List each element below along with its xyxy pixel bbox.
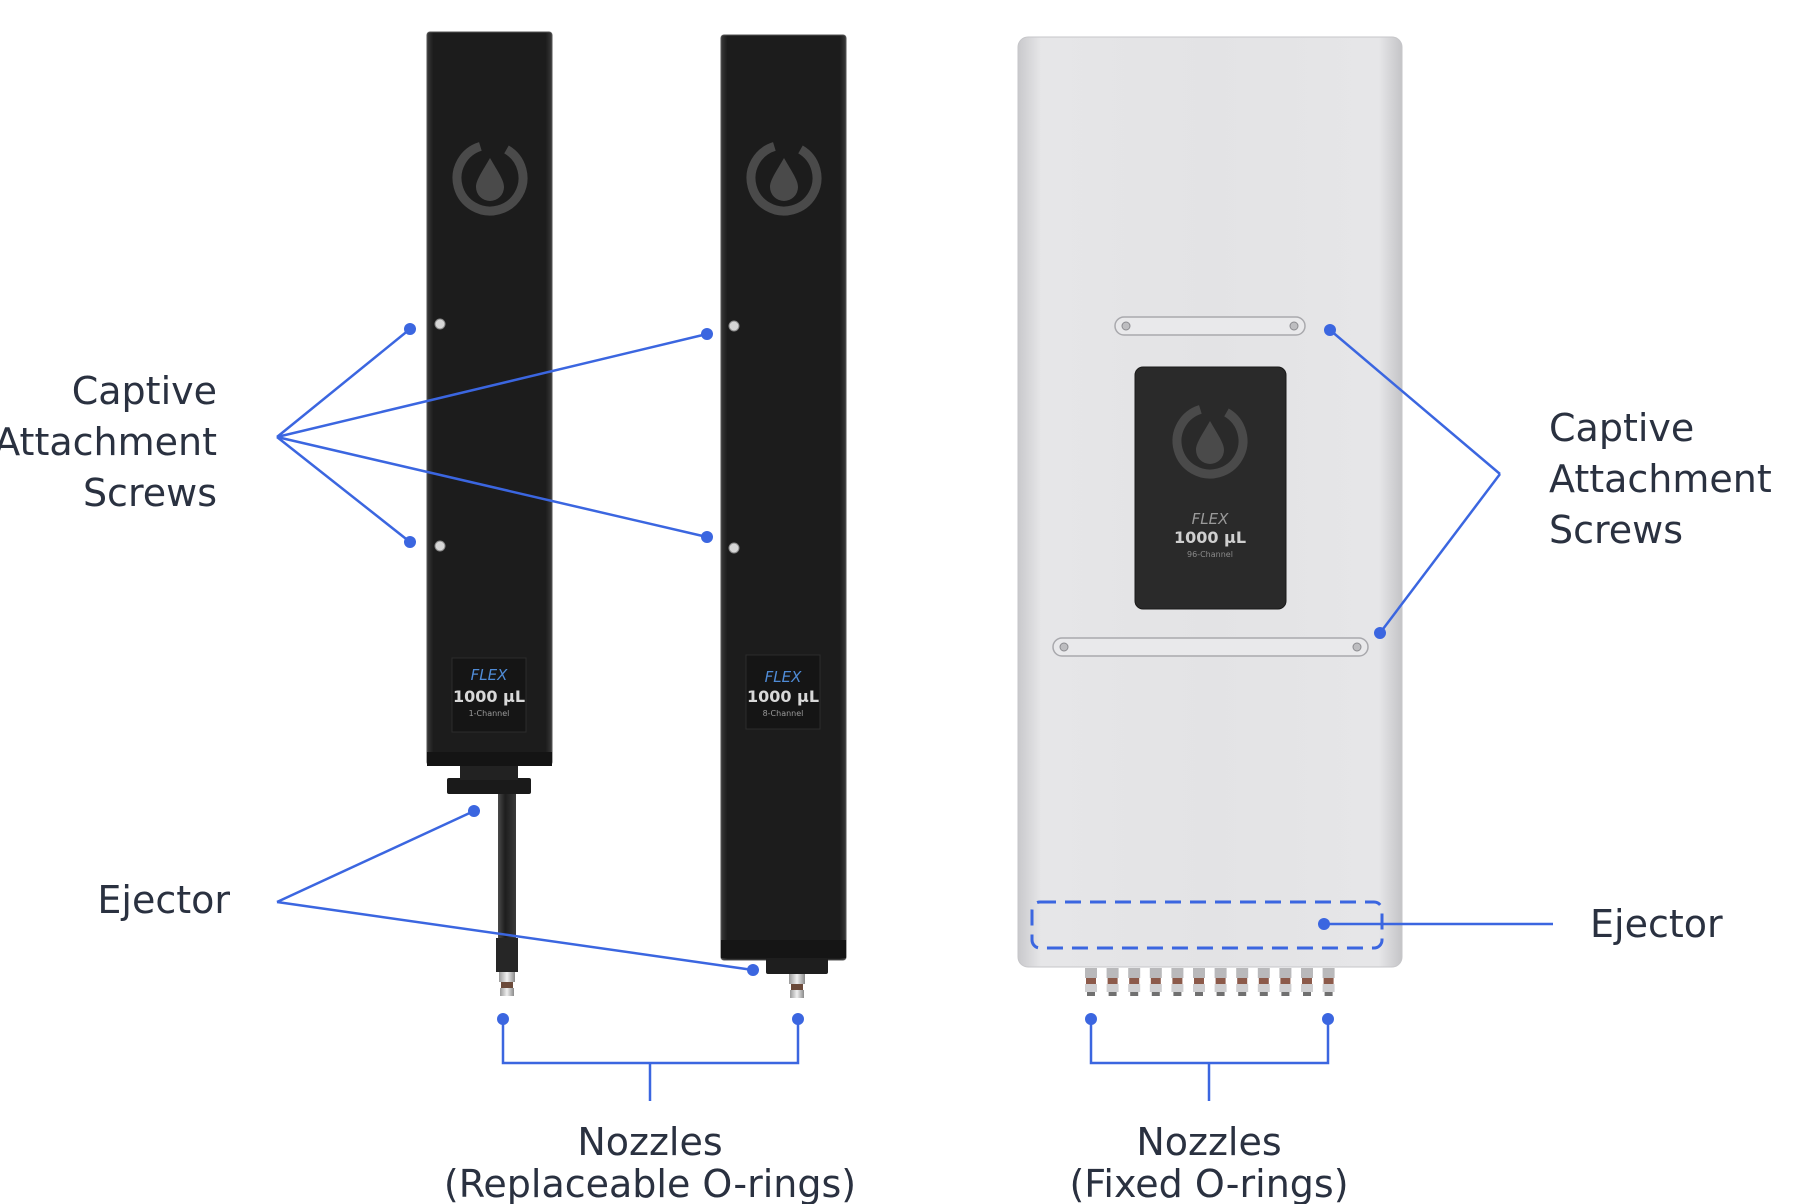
svg-text:Captive: Captive bbox=[1549, 406, 1694, 450]
svg-text:Screws: Screws bbox=[83, 471, 217, 515]
left-screws-label: Captive Attachment Screws bbox=[0, 369, 217, 515]
single-nozzle bbox=[499, 972, 515, 996]
nozzle bbox=[1193, 968, 1205, 996]
nozzle bbox=[1257, 968, 1270, 996]
model-plate bbox=[745, 654, 821, 730]
model-flex: FLEX bbox=[471, 666, 508, 684]
model-volume: 1000 µL bbox=[1174, 528, 1246, 547]
nozzle-row bbox=[1085, 968, 1335, 996]
single-nozzle bbox=[789, 974, 805, 998]
svg-text:Nozzles: Nozzles bbox=[1136, 1120, 1281, 1164]
ejector-collar bbox=[447, 778, 531, 794]
single-channel-pipette: FLEX 1000 µL 1-Channel bbox=[426, 31, 553, 996]
right-ejector-label: Ejector bbox=[1590, 902, 1723, 946]
model-channel: 96-Channel bbox=[1187, 550, 1233, 559]
right-nozzles-label: Nozzles (Fixed O-rings) bbox=[1069, 1120, 1348, 1204]
nozzle bbox=[1128, 968, 1141, 996]
svg-text:Attachment: Attachment bbox=[0, 420, 217, 464]
nozzle bbox=[1106, 968, 1119, 996]
svg-text:Screws: Screws bbox=[1549, 508, 1683, 552]
nozzle bbox=[1279, 968, 1292, 996]
ninetysix-channel-pipette: FLEX 1000 µL 96-Channel bbox=[1017, 36, 1403, 996]
captive-screw-bottom bbox=[434, 540, 446, 552]
nozzle bbox=[1149, 968, 1162, 996]
ejector-shaft bbox=[498, 794, 516, 972]
model-panel bbox=[1134, 366, 1287, 610]
left-ejector-label: Ejector bbox=[97, 878, 230, 922]
captive-screw-top bbox=[728, 320, 740, 332]
svg-text:Captive: Captive bbox=[72, 369, 217, 413]
svg-text:Nozzles: Nozzles bbox=[577, 1120, 722, 1164]
captive-screw-top bbox=[434, 318, 446, 330]
nozzle bbox=[1214, 968, 1227, 996]
captive-screw-bottom bbox=[728, 542, 740, 554]
eight-channel-pipette: FLEX 1000 µL 8-Channel bbox=[720, 34, 847, 998]
model-channel: 1-Channel bbox=[469, 709, 510, 718]
right-screws-label: Captive Attachment Screws bbox=[1549, 406, 1772, 552]
svg-text:(Fixed O-rings): (Fixed O-rings) bbox=[1069, 1162, 1348, 1204]
model-channel: 8-Channel bbox=[763, 709, 804, 718]
nozzle bbox=[1085, 968, 1097, 996]
nozzle bbox=[1322, 968, 1335, 996]
model-flex: FLEX bbox=[765, 668, 802, 686]
model-volume: 1000 µL bbox=[747, 687, 819, 706]
model-plate bbox=[451, 657, 527, 733]
ejector-block bbox=[766, 958, 828, 974]
callouts bbox=[276, 328, 1553, 1101]
svg-text:Attachment: Attachment bbox=[1549, 457, 1772, 501]
screw-rail-top bbox=[1114, 316, 1306, 336]
nozzle bbox=[1171, 968, 1184, 996]
nozzle bbox=[1236, 968, 1249, 996]
model-volume: 1000 µL bbox=[453, 687, 525, 706]
model-flex: FLEX bbox=[1192, 510, 1229, 528]
screw-rail-bottom bbox=[1052, 637, 1369, 657]
nozzle bbox=[1301, 968, 1313, 996]
callout-dots bbox=[404, 323, 1386, 1025]
left-nozzles-label: Nozzles (Replaceable O-rings) bbox=[444, 1120, 856, 1204]
svg-text:(Replaceable O-rings): (Replaceable O-rings) bbox=[444, 1162, 856, 1204]
